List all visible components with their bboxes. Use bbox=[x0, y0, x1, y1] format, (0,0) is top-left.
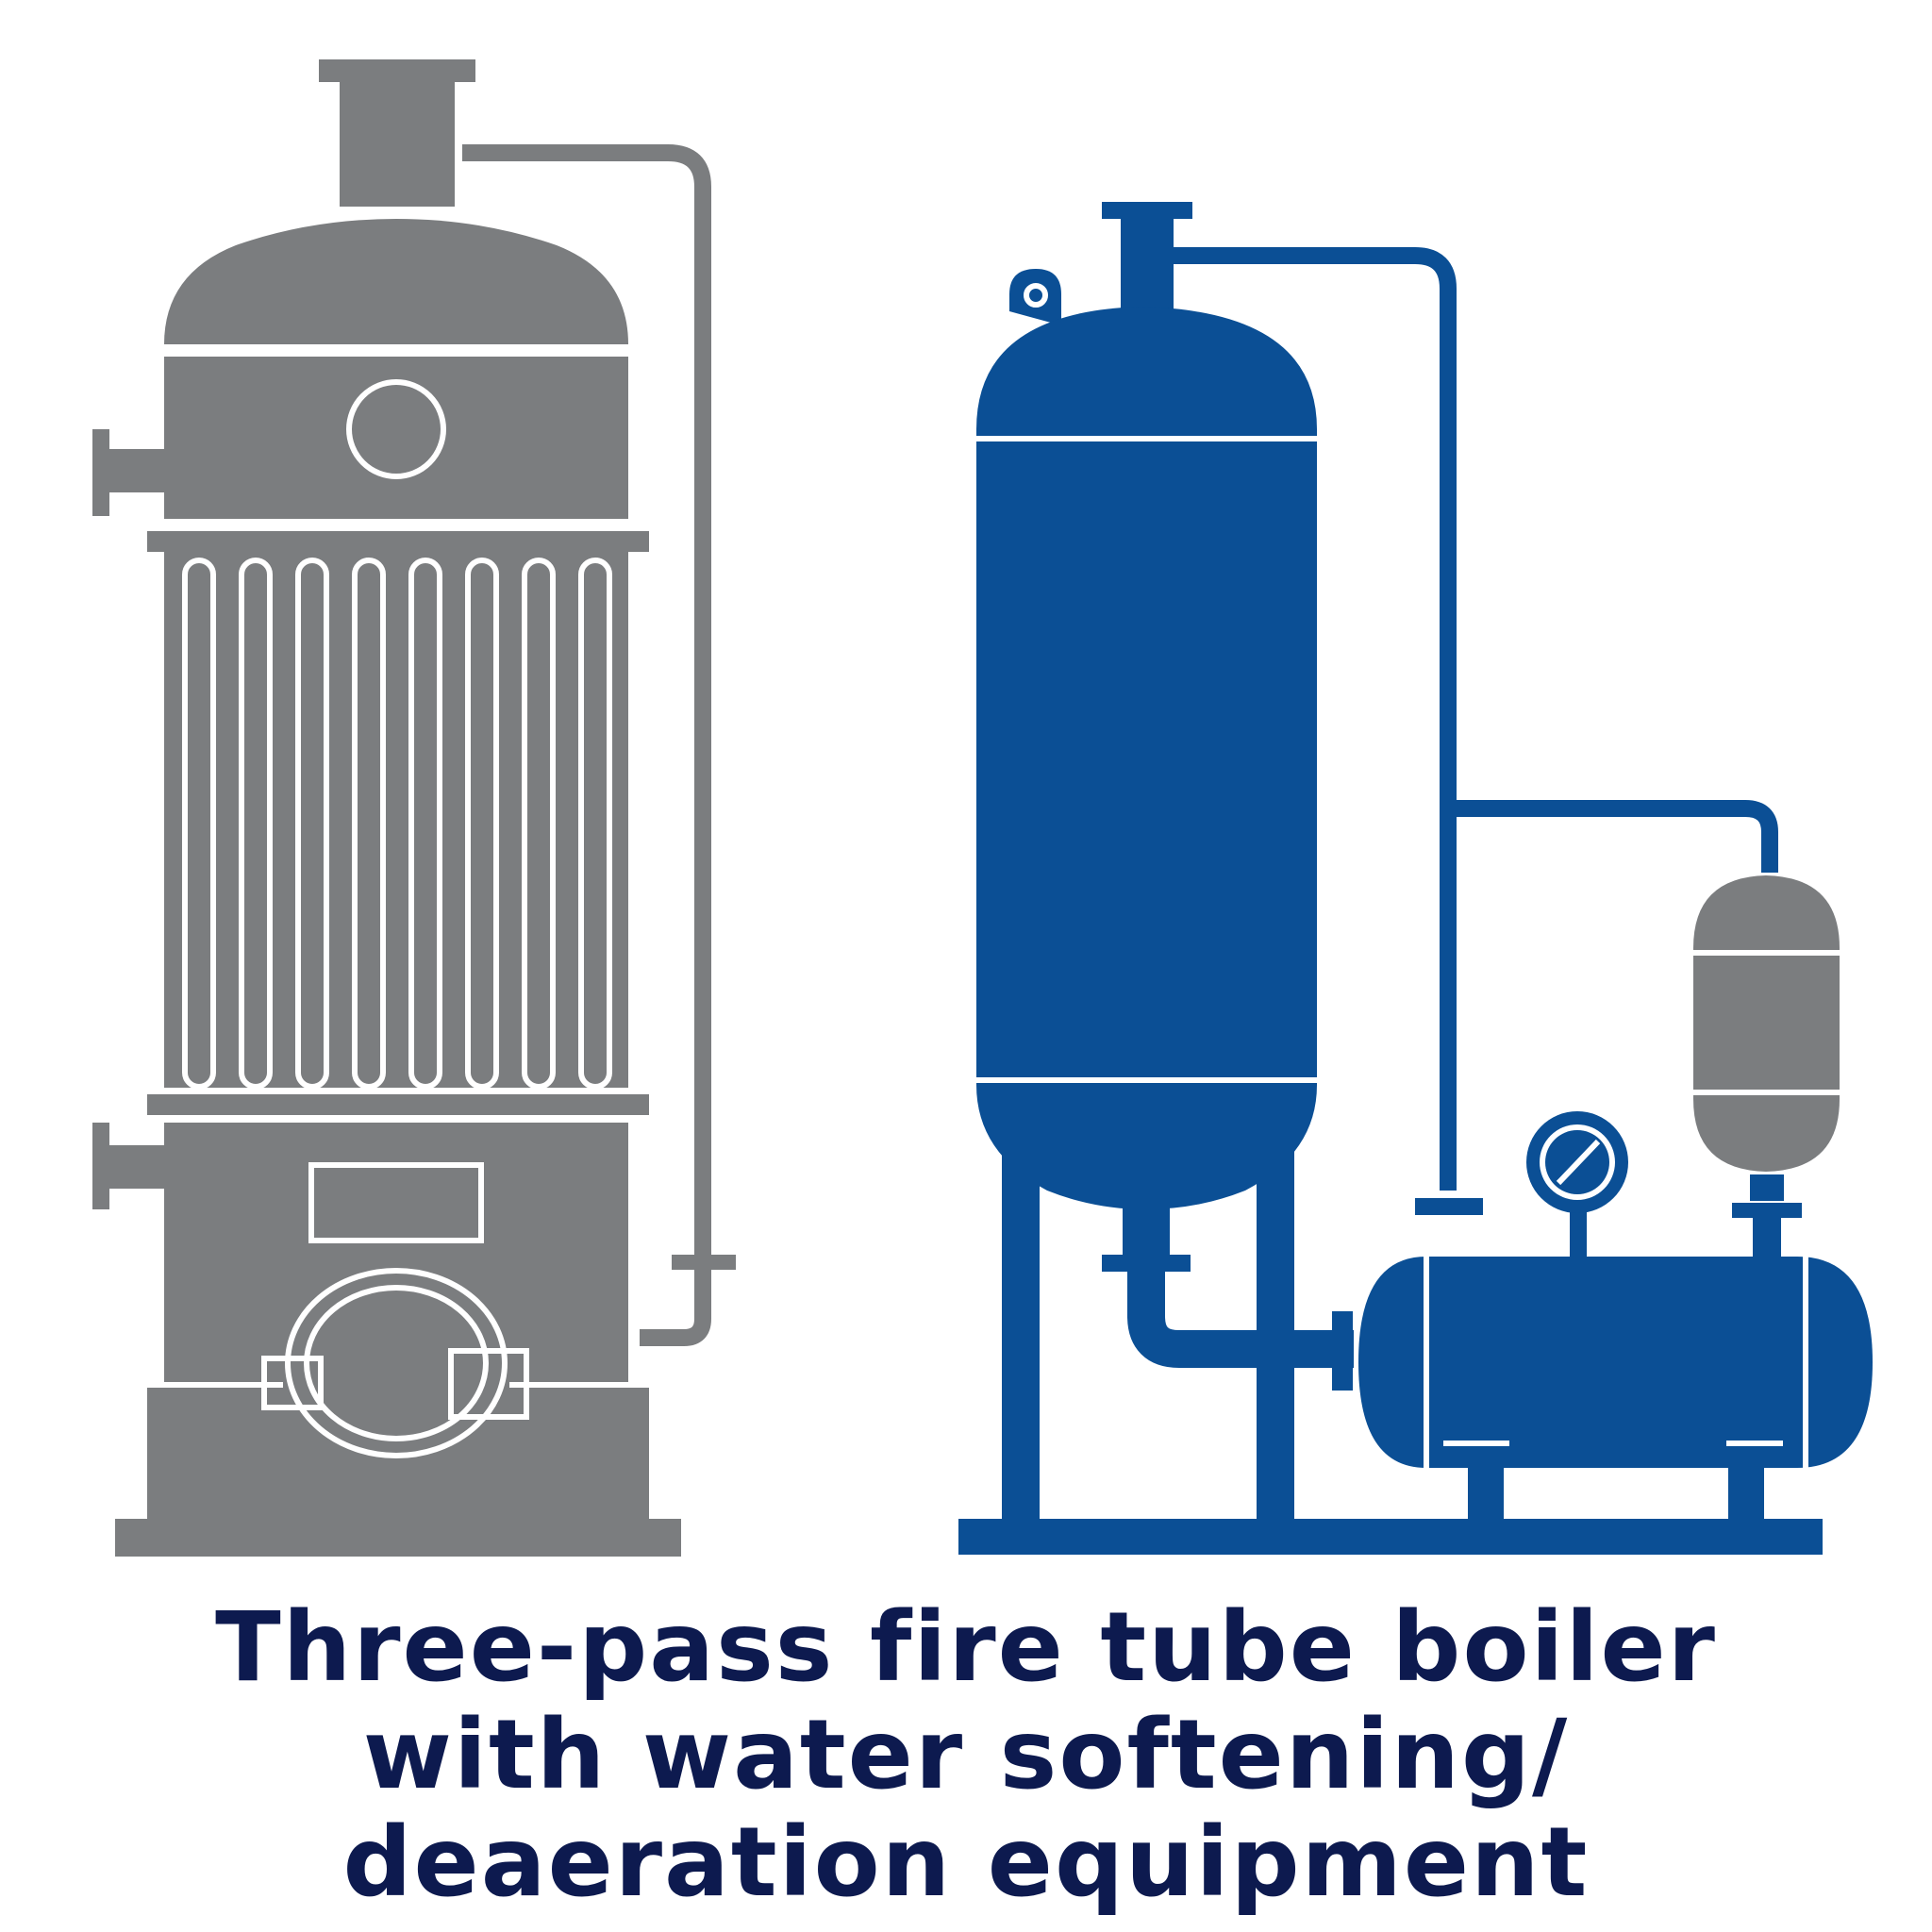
stack-flange bbox=[319, 59, 475, 82]
softener-vessel-icon bbox=[1693, 875, 1840, 1172]
deaerator-tank-icon bbox=[958, 202, 1823, 1555]
lifting-lug bbox=[1009, 269, 1061, 325]
burner-door-outer bbox=[285, 1268, 508, 1458]
softener-connection bbox=[1732, 1174, 1802, 1257]
caption-line-2: with water softening/ bbox=[362, 1699, 1570, 1811]
vent-line bbox=[1174, 247, 1457, 1191]
outlet-flange bbox=[1102, 1255, 1191, 1272]
caption-line-1: Three-pass fire tube boiler bbox=[215, 1591, 1717, 1704]
tank-leg bbox=[1002, 1146, 1040, 1519]
fire-tube bbox=[578, 558, 612, 1090]
boiler-dome bbox=[164, 219, 628, 344]
fire-tube bbox=[295, 558, 329, 1090]
upper-nozzle bbox=[109, 449, 164, 492]
fire-tube bbox=[522, 558, 556, 1090]
fire-tube bbox=[352, 558, 386, 1090]
tank-saddle bbox=[1468, 1448, 1504, 1524]
boiler-system-diagram bbox=[92, 59, 1873, 1557]
boiler-base bbox=[115, 1519, 681, 1557]
lower-nozzle-flange bbox=[92, 1123, 109, 1209]
upper-nozzle-flange bbox=[92, 429, 109, 516]
vent-flange bbox=[1102, 202, 1192, 219]
tank-saddle bbox=[1728, 1448, 1764, 1524]
caption-line-3: deaeration equipment bbox=[342, 1807, 1590, 1919]
deaerator-shell bbox=[976, 307, 1317, 1209]
feed-piping bbox=[1127, 247, 1778, 1368]
fire-tube-boiler-icon bbox=[92, 59, 681, 1557]
lower-tube-sheet bbox=[147, 1094, 649, 1115]
tube-bank bbox=[164, 552, 628, 1088]
softener-details bbox=[1693, 950, 1840, 1095]
softener-shell bbox=[1693, 875, 1840, 1172]
fire-tube bbox=[408, 558, 442, 1090]
lug-hole bbox=[1024, 283, 1048, 308]
vent-neck bbox=[1121, 219, 1174, 311]
return-pipe-flange bbox=[672, 1255, 736, 1270]
feed-tank-shell bbox=[1358, 1257, 1873, 1468]
fire-tube bbox=[465, 558, 499, 1090]
deaerator-details bbox=[976, 283, 1317, 1083]
suction-flange bbox=[1332, 1311, 1353, 1391]
feed-water-tank-icon bbox=[1358, 1191, 1873, 1524]
boiler-return-pipe bbox=[462, 144, 711, 1346]
suction-line bbox=[1127, 1272, 1354, 1368]
steam-stack bbox=[340, 82, 455, 207]
boiler-details bbox=[147, 348, 649, 1458]
skid-base bbox=[958, 1519, 1823, 1555]
fire-tube bbox=[239, 558, 273, 1090]
upper-tube-sheet bbox=[147, 531, 649, 552]
softener-supply-line bbox=[1448, 800, 1778, 873]
pressure-gauge-icon bbox=[1526, 1111, 1628, 1213]
burner-door-inner bbox=[304, 1285, 489, 1441]
outlet-neck bbox=[1123, 1208, 1170, 1255]
manhole-icon bbox=[346, 379, 446, 479]
diagram-caption: Three-pass fire tube boiler with water s… bbox=[0, 1594, 1932, 1917]
supply-flange bbox=[1415, 1198, 1483, 1215]
lower-shell bbox=[164, 1123, 628, 1385]
feed-tank-details bbox=[1424, 1257, 1808, 1468]
fire-tube bbox=[182, 558, 216, 1090]
inspection-window bbox=[308, 1162, 484, 1243]
lower-nozzle bbox=[109, 1145, 164, 1189]
